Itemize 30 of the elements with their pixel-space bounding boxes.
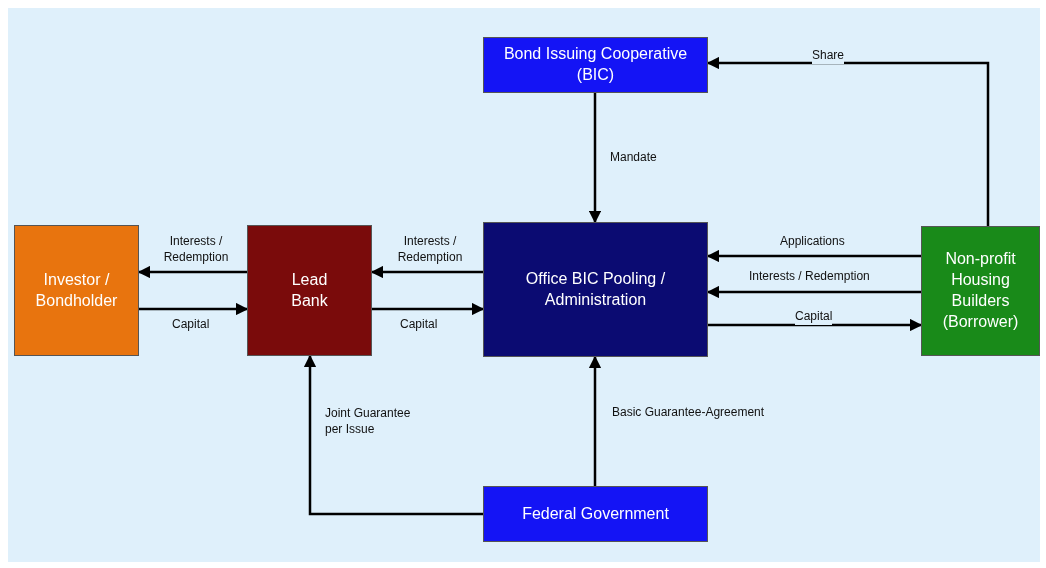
process-box xyxy=(247,225,372,356)
arrow xyxy=(708,318,923,332)
arrow xyxy=(137,265,247,279)
arrow xyxy=(588,93,602,224)
process-box xyxy=(483,222,708,357)
node-label: Non-profit Housing Builders (Borrower) xyxy=(941,249,1020,332)
node-label: Lead Bank xyxy=(290,269,329,311)
process-box xyxy=(483,37,708,93)
edge-label: Capital xyxy=(795,309,833,325)
arrow xyxy=(706,249,921,263)
arrow xyxy=(372,302,485,316)
node-label: Office BIC Pooling / Administration xyxy=(524,268,667,310)
node-label: Federal Government xyxy=(522,503,669,524)
process-box xyxy=(483,486,708,542)
arrow xyxy=(706,56,990,226)
edge-label: Capital xyxy=(172,317,210,333)
arrow xyxy=(706,285,921,299)
edge-label: Basic Guarantee-Agreement xyxy=(612,405,765,421)
node-label: Investor / Bondholder xyxy=(34,269,119,311)
arrow xyxy=(139,302,249,316)
arrow xyxy=(370,265,483,279)
edge-label: Capital xyxy=(400,317,438,333)
edge-label: Share xyxy=(812,48,845,64)
edge-label: Applications xyxy=(780,234,845,250)
arrow xyxy=(588,355,602,486)
process-box xyxy=(921,226,1040,356)
node-label: Bond Issuing Cooperative (BIC) xyxy=(502,44,689,85)
arrow xyxy=(303,354,483,516)
process-box xyxy=(14,225,139,356)
edge-label: Interests / Redemption xyxy=(749,269,870,285)
